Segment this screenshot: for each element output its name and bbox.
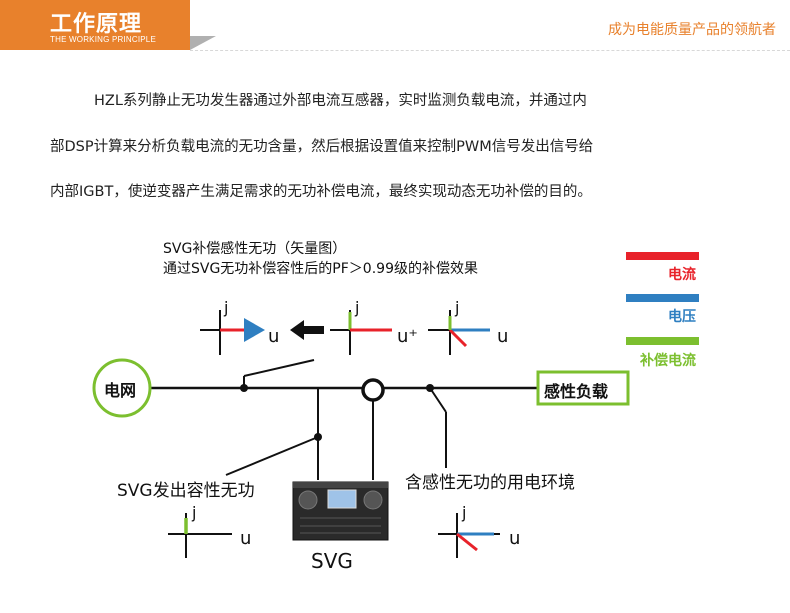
current-transformer-icon xyxy=(361,378,385,402)
vd5-j-label: j xyxy=(462,503,467,522)
svg-output-label: SVG发出容性无功 xyxy=(117,481,255,501)
vd3-j-label: j xyxy=(455,298,460,317)
vd5-u-label: u xyxy=(509,528,521,549)
svg-output-leader xyxy=(225,436,319,476)
slogan: 成为电能质量产品的领航者 xyxy=(608,22,776,38)
env-leader-diag xyxy=(429,387,447,413)
intro-line-2: 部DSP计算来分析负载电流的无功含量，然后根据设置值来控制PWM信号发出信号给 xyxy=(50,139,594,155)
vd2-u-label: u⁺ xyxy=(397,326,418,347)
legend-voltage-swatch xyxy=(626,294,699,302)
vd3-current-vector xyxy=(448,328,468,348)
intro-line-1: HZL系列静止无功发生器通过外部电流互感器，实时监测负载电流，并通过内 xyxy=(94,93,587,109)
vector-diagram-4 xyxy=(168,513,232,558)
result-arrow-icon xyxy=(290,320,324,340)
intro-line-3: 内部IGBT，使逆变器产生满足需求的无功补偿电流，最终实现动态无功补偿的目的。 xyxy=(50,184,592,200)
vector-diagram-1 xyxy=(200,310,265,355)
section-title-badge: 工作原理 THE WORKING PRINCIPLE xyxy=(0,0,190,50)
header-corner-decoration xyxy=(190,36,216,50)
grid-label: 电网 xyxy=(104,381,137,400)
vector-diagram-3 xyxy=(428,310,490,355)
legend-compensation-swatch xyxy=(626,337,699,345)
vd3-u-label: u xyxy=(497,326,509,347)
vd5-current-vector xyxy=(456,532,478,552)
switch-blade xyxy=(243,359,315,377)
load-box xyxy=(536,370,630,406)
vd4-j-label: j xyxy=(192,503,197,522)
vector-diagram-2 xyxy=(330,310,392,355)
vd4-u-label: u xyxy=(240,528,252,549)
vd2-j-label: j xyxy=(355,298,360,317)
section-title: 工作原理 xyxy=(50,11,143,37)
switch-node xyxy=(240,384,248,392)
legend-current-swatch xyxy=(626,252,699,260)
legend-current-label: 电流 xyxy=(668,267,696,283)
vd1-j-label: j xyxy=(224,298,229,317)
diagram-caption-2: 通过SVG无功补偿容性后的PF＞0.99级的补偿效果 xyxy=(163,261,478,277)
vector-diagram-5 xyxy=(438,513,500,558)
load-label: 感性负载 xyxy=(544,382,609,401)
legend-compensation-label: 补偿电流 xyxy=(640,353,696,369)
diagram-caption-1: SVG补偿感性无功（矢量图） xyxy=(163,241,347,257)
vd1-u-label: u xyxy=(268,326,280,347)
env-label: 含感性无功的用电环境 xyxy=(405,473,575,493)
legend-voltage-label: 电压 xyxy=(668,309,696,325)
svg-device-label: SVG xyxy=(311,549,353,573)
header-divider xyxy=(190,50,790,51)
grid-circle xyxy=(92,358,152,418)
svg-device-icon xyxy=(292,481,389,541)
section-subtitle: THE WORKING PRINCIPLE xyxy=(50,35,156,44)
